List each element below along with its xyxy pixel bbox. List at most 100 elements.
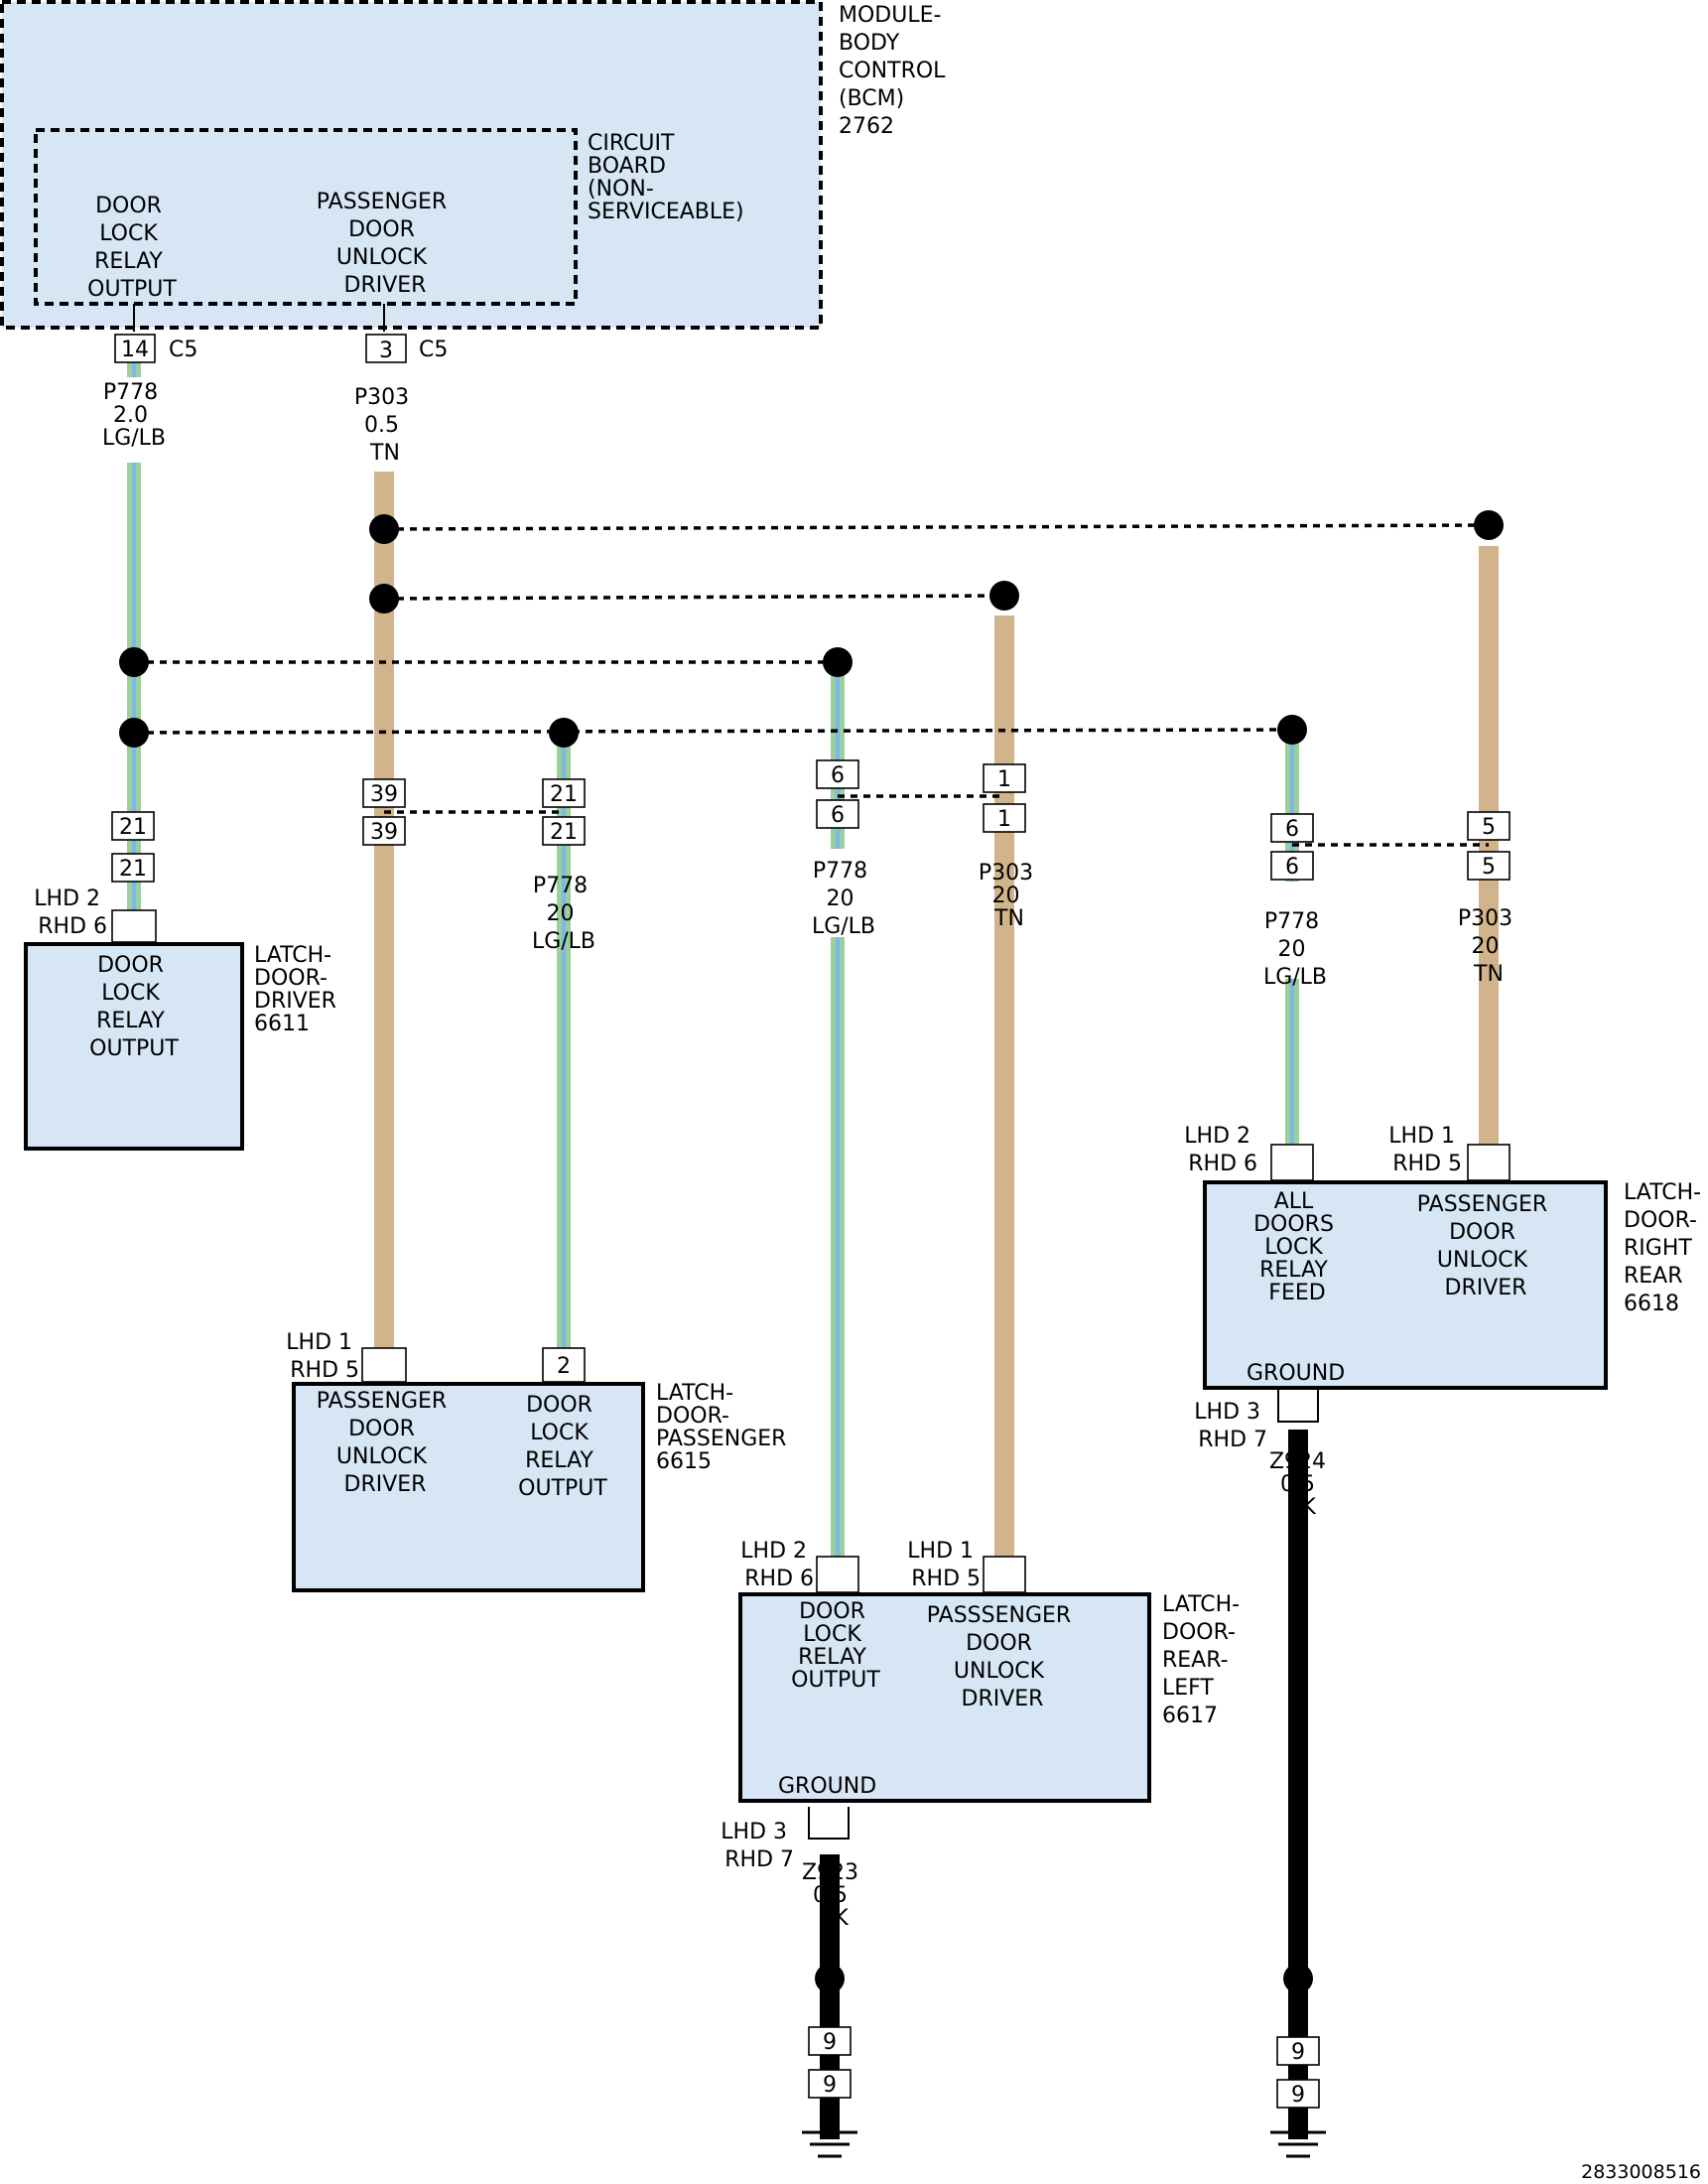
inline-pin-9 <box>1276 2079 1320 2109</box>
pin-position-label: LHD 1 RHD 5 <box>907 1539 981 1591</box>
wire-label: P303 20 TN <box>1458 906 1519 987</box>
splice-dot <box>989 581 1019 611</box>
pin-number: 9 <box>1291 2083 1305 2108</box>
splice-dot <box>549 718 579 748</box>
splice-line-2 <box>383 594 1005 601</box>
inline-pin-9 <box>1276 2036 1320 2066</box>
terminal-label: ALL DOORS LOCK RELAY FEED <box>1253 1189 1341 1305</box>
terminal-label: DOOR LOCK RELAY OUTPUT <box>791 1599 880 1693</box>
rl-ground-terminal <box>808 1807 850 1840</box>
wire-label: P303 0.5 TN <box>354 385 416 466</box>
inline-pin-5 <box>1467 851 1511 881</box>
wire-label: Z924 0.5 BK <box>1269 1449 1333 1520</box>
pin-position-label: LHD 3 RHD 7 <box>721 1820 794 1872</box>
terminal-label: DOOR LOCK RELAY OUTPUT <box>518 1393 607 1501</box>
pin-number: 9 <box>1291 2040 1305 2065</box>
pin-number: 9 <box>823 2073 837 2098</box>
wire-label: P778 20 LG/LB <box>1263 909 1327 990</box>
inline-pin-1 <box>983 763 1026 793</box>
pin-number: 9 <box>823 2030 837 2055</box>
splice-line-1 <box>383 523 1490 531</box>
connector-id: C5 <box>419 338 448 362</box>
splice-dot <box>369 584 399 614</box>
inline-pin-21 <box>542 778 586 808</box>
driver-latch <box>24 942 244 1151</box>
rr-terminal-tn <box>1467 1144 1511 1181</box>
inline-pin-5 <box>1467 811 1511 841</box>
inline-pin-39 <box>362 816 406 846</box>
pin-position-label: LHD 2 RHD 6 <box>34 887 107 939</box>
ground-label: GROUND <box>778 1774 876 1799</box>
pin-position-label: LHD 1 RHD 5 <box>286 1330 359 1383</box>
pin-number: 6 <box>1285 817 1299 842</box>
pin-position-label: LHD 2 RHD 6 <box>740 1539 814 1591</box>
pin-number: 14 <box>121 338 149 362</box>
pin-number: 21 <box>119 815 147 840</box>
inline-pin-6 <box>816 759 859 789</box>
terminal-label: PASSENGER DOOR UNLOCK DRIVER <box>1417 1192 1554 1300</box>
wire-label: P778 20 LG/LB <box>812 859 875 939</box>
component-name: LATCH- DOOR- REAR- LEFT 6617 <box>1162 1592 1247 1728</box>
inline-pin-1 <box>983 803 1026 833</box>
terminal-label: PASSENGER DOOR UNLOCK DRIVER <box>317 1389 454 1497</box>
wire-label: P778 20 LG/LB <box>532 874 595 954</box>
pass-terminal-tn <box>361 1347 407 1383</box>
splice-dot <box>369 514 399 544</box>
bcm-pin-14 <box>114 334 156 363</box>
inline-pin-21 <box>111 853 155 883</box>
driver-terminal <box>111 909 157 943</box>
circuit-board-label: CIRCUIT BOARD (NON- SERVICEABLE) <box>588 131 744 224</box>
pass-terminal-gb <box>542 1347 586 1383</box>
pin-number: 6 <box>1285 855 1299 880</box>
bcm-pin-3 <box>365 334 407 363</box>
passenger-latch <box>292 1382 645 1592</box>
splice-dot <box>815 1964 845 1993</box>
pin-number: 39 <box>370 820 398 845</box>
splice-dot <box>1283 1964 1313 1993</box>
figure-id: 2833008516 <box>1581 2161 1701 2183</box>
rl-terminal-gb <box>816 1556 859 1593</box>
pin-position-label: LHD 2 RHD 6 <box>1184 1124 1257 1176</box>
ground-symbol <box>802 2130 857 2158</box>
splice-dot <box>1277 715 1307 745</box>
pin-number: 1 <box>997 767 1011 792</box>
splice-line-4 <box>133 728 1293 735</box>
pin-number: 5 <box>1482 815 1496 840</box>
pin-number: 1 <box>997 807 1011 832</box>
bcm-pin-label: PASSENGER DOOR UNLOCK DRIVER <box>317 190 454 298</box>
bcm-pin-label: DOOR LOCK RELAY OUTPUT <box>87 194 177 302</box>
rear-left-latch <box>738 1592 1151 1803</box>
splice-dot <box>119 647 149 677</box>
connector-id: C5 <box>169 338 197 362</box>
circuit-board <box>34 128 578 306</box>
inline-pin-9 <box>808 2026 852 2056</box>
wire-label: Z923 0.5 BK <box>802 1860 865 1931</box>
wire-label: P778 2.0 LG/LB <box>102 380 166 451</box>
pin-number: 6 <box>831 763 845 788</box>
pin-number: 21 <box>550 782 578 807</box>
rl-terminal-tn <box>983 1556 1026 1593</box>
inline-pin-6 <box>816 799 859 829</box>
ground-label: GROUND <box>1247 1361 1345 1386</box>
component-name: LATCH- DOOR- PASSENGER 6615 <box>656 1381 793 1474</box>
pin-number: 21 <box>550 820 578 845</box>
splice-dot <box>119 718 149 748</box>
pin-position-label: LHD 3 RHD 7 <box>1194 1400 1267 1452</box>
inline-pin-21 <box>111 811 155 841</box>
pin-number: 6 <box>831 803 845 828</box>
wire-label: P303 20 TN <box>979 861 1040 931</box>
ground-symbol <box>1270 2130 1326 2158</box>
pin-number: 2 <box>557 1354 571 1379</box>
pin-position-label: LHD 1 RHD 5 <box>1388 1124 1462 1176</box>
terminal-label: DOOR LOCK RELAY OUTPUT <box>89 953 179 1061</box>
rr-terminal-gb <box>1270 1144 1314 1181</box>
splice-dot <box>823 647 853 677</box>
splice-dot <box>1474 510 1504 540</box>
rear-right-latch <box>1203 1180 1608 1390</box>
inline-pin-6 <box>1270 813 1314 843</box>
inline-pin-6 <box>1270 851 1314 881</box>
pin-number: 21 <box>119 857 147 882</box>
pin-number: 3 <box>379 339 393 363</box>
pin-number: 5 <box>1482 855 1496 880</box>
